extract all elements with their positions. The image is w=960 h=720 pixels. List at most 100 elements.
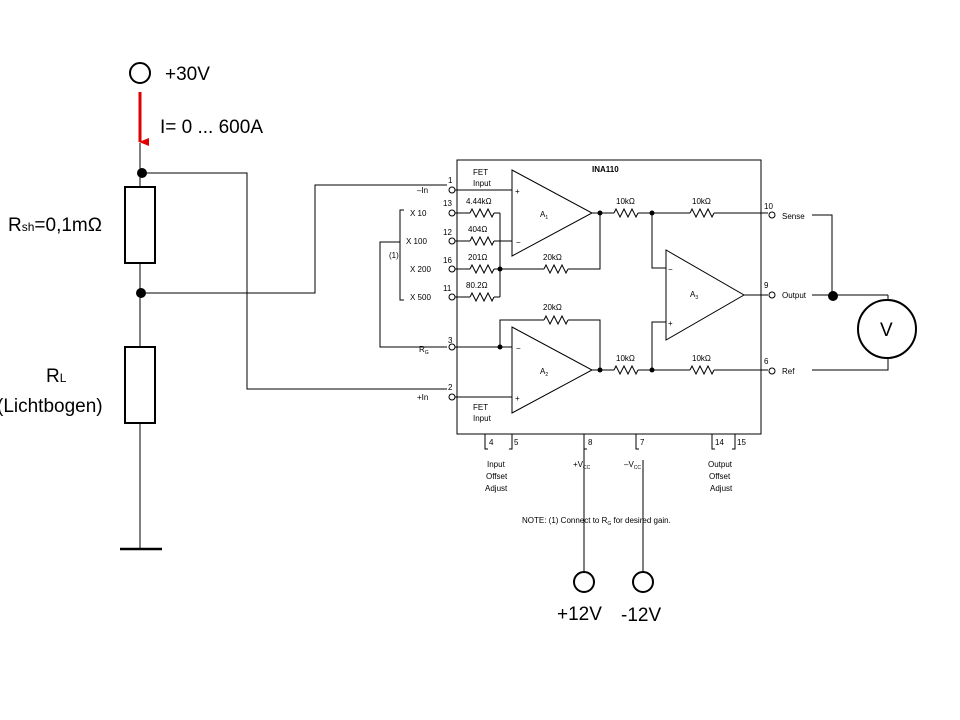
voltmeter-label: V — [880, 320, 893, 341]
neg-rail-terminal — [632, 571, 654, 593]
pin-3 — [448, 343, 456, 351]
offset-out-1: Output — [708, 460, 733, 469]
pin-14-stub — [711, 434, 715, 450]
ic-note: NOTE: (1) Connect to RG for desired gain… — [522, 516, 671, 527]
pin-num-12: 12 — [443, 228, 452, 237]
pin-4-stub — [484, 434, 488, 450]
neg-rail-label: -12V — [621, 605, 661, 626]
pin-num-10: 10 — [764, 202, 773, 211]
fet-input-top-2: Input — [473, 179, 492, 188]
pin-label-inm: –In — [417, 186, 428, 195]
pin-5-stub — [509, 434, 513, 450]
a2-minus: − — [516, 344, 521, 353]
node-a1-out — [597, 210, 603, 216]
pin-2 — [448, 393, 456, 401]
bottom-pins — [484, 434, 736, 450]
wire-sense-loop — [812, 214, 833, 295]
label-80-2: 80.2Ω — [466, 281, 488, 290]
fet-input-bottom-2: Input — [473, 414, 492, 423]
pin-num-5: 5 — [514, 438, 519, 447]
fb2-a — [499, 319, 544, 347]
current-label: I= 0 ... 600A — [160, 117, 263, 138]
pin-num-2: 2 — [448, 383, 453, 392]
label-404: 404Ω — [468, 225, 487, 234]
res-10k-a — [613, 207, 639, 219]
a3-minus-wire — [651, 213, 666, 269]
pin-num-9: 9 — [764, 281, 769, 290]
label-201: 201Ω — [468, 253, 487, 262]
node-gain — [497, 266, 503, 272]
note-mark: (1) — [389, 251, 399, 260]
pin-9 — [768, 291, 776, 299]
a3-label: A3 — [690, 290, 698, 301]
ina110-package — [456, 159, 762, 435]
res-20k-b — [543, 314, 569, 326]
offset-in-3: Adjust — [485, 484, 508, 493]
res-80-2 — [469, 291, 495, 303]
node-a2-out — [597, 367, 603, 373]
pin-6 — [768, 367, 776, 375]
pin-label-output: Output — [782, 291, 807, 300]
fb1-b — [568, 213, 601, 270]
res-404 — [469, 235, 495, 247]
pin-12 — [448, 237, 456, 245]
opamp-a2 — [511, 326, 594, 414]
pin-num-1: 1 — [448, 176, 453, 185]
pin-num-3: 3 — [448, 336, 453, 345]
a3-plus-wire — [651, 321, 666, 370]
pin-num-13: 13 — [443, 199, 452, 208]
fet-input-bottom-1: FET — [473, 403, 488, 412]
a1-minus: − — [516, 238, 521, 247]
vcc-pos-label: +VCC — [573, 460, 591, 471]
junction-output — [828, 291, 838, 301]
pin-15-stub — [732, 434, 736, 450]
offset-in-1: Input — [487, 460, 506, 469]
opamp-a3 — [665, 249, 746, 341]
load-label: RL — [46, 366, 67, 387]
pin-11 — [448, 293, 456, 301]
label-4k44: 4.44kΩ — [466, 197, 492, 206]
a2-plus: + — [515, 394, 520, 403]
wire-minus-in — [141, 184, 447, 294]
pin-1 — [448, 186, 456, 194]
a1-label: A1 — [540, 210, 548, 221]
pin-label-ref: Ref — [782, 367, 795, 376]
node-rg — [497, 344, 503, 350]
a3-minus: − — [668, 265, 673, 274]
a3-plus: + — [668, 319, 673, 328]
offset-out-2: Offset — [709, 472, 731, 481]
wire-ref-vm — [812, 358, 889, 371]
wire-rg-bracket — [379, 241, 447, 348]
offset-out-3: Adjust — [710, 484, 733, 493]
pin-8-stub — [583, 434, 587, 450]
pin-label-rg: RG — [419, 345, 429, 356]
junction-top — [137, 168, 147, 178]
label-10k-d: 10kΩ — [692, 354, 711, 363]
fb2-b — [568, 319, 601, 370]
pin-num-8: 8 — [588, 438, 593, 447]
pin-13 — [448, 209, 456, 217]
pin-num-6: 6 — [764, 357, 769, 366]
pin-label-x500: X 500 — [410, 293, 431, 302]
supply-terminal — [129, 62, 151, 84]
pos-rail-terminal — [573, 571, 595, 593]
offset-in-2: Offset — [486, 472, 508, 481]
pin-label-x200: X 200 — [410, 265, 431, 274]
pin-num-16: 16 — [443, 256, 452, 265]
pin-label-x10: X 10 — [410, 209, 427, 218]
res-20k-a — [543, 263, 569, 275]
pos-rail-label: +12V — [557, 604, 602, 625]
label-20k-a: 20kΩ — [543, 253, 562, 262]
vcc-neg-label: –VCC — [624, 460, 641, 471]
label-10k-b: 10kΩ — [692, 197, 711, 206]
opamp-a1 — [511, 169, 594, 257]
pin-10 — [768, 211, 776, 219]
pin-num-11: 11 — [443, 284, 452, 293]
shunt-label: Rsh=0,1mΩ — [8, 215, 102, 236]
pin-label-x100: X 100 — [406, 237, 427, 246]
load-resistor — [124, 346, 156, 424]
pin-7-stub — [635, 434, 639, 450]
pin-16 — [448, 265, 456, 273]
fet-input-top-1: FET — [473, 168, 488, 177]
